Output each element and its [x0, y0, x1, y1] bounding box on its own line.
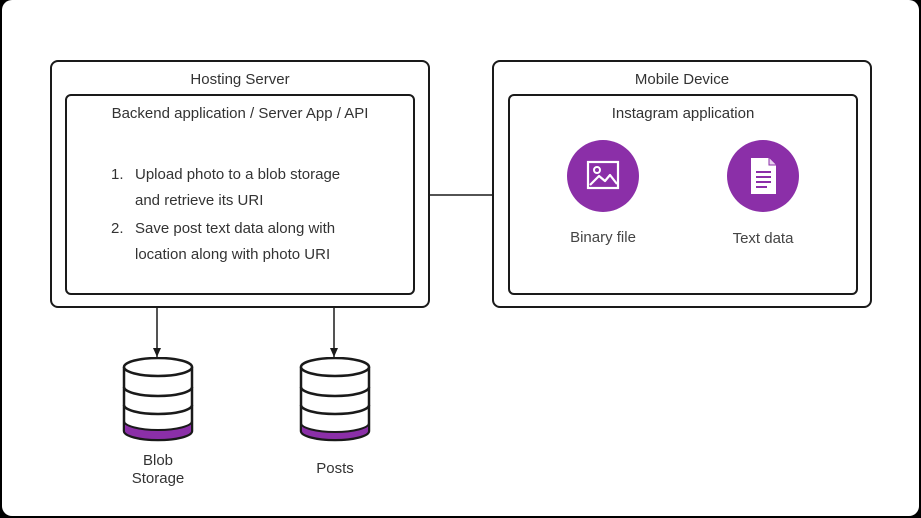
- list-item: 1. Upload photo to a blob storage and re…: [111, 162, 340, 214]
- step-text-line: and retrieve its URI: [135, 192, 264, 209]
- blob-storage-label-line2: Storage: [131, 470, 185, 487]
- blob-storage-label-line1: Blob: [142, 452, 174, 469]
- backend-app-title: Backend application / Server App / API: [111, 105, 369, 122]
- blob-storage-label: Blob Storage: [98, 452, 218, 488]
- instagram-app-box: Instagram application: [508, 94, 858, 295]
- backend-steps-list: 1. Upload photo to a blob storage and re…: [111, 162, 340, 270]
- backend-app-box: Backend application / Server App / API 1…: [65, 94, 415, 295]
- step-text-line: Save post text data along with: [135, 220, 336, 237]
- hosting-server-title: Hosting Server: [190, 71, 290, 88]
- posts-database-icon: [299, 357, 371, 442]
- binary-file-label: Binary file: [570, 229, 636, 246]
- instagram-app-title: Instagram application: [611, 105, 755, 122]
- text-data-label: Text data: [732, 230, 794, 247]
- list-item: 2. Save post text data along with locati…: [111, 216, 340, 268]
- step-text-line: Upload photo to a blob storage: [135, 166, 341, 183]
- step-number: 2.: [111, 220, 124, 237]
- blob-storage-database-icon: [122, 357, 194, 442]
- mobile-device-title: Mobile Device: [634, 71, 730, 88]
- posts-label: Posts: [316, 460, 354, 477]
- step-number: 1.: [111, 166, 124, 183]
- step-text-line: location along with photo URI: [135, 246, 331, 263]
- document-icon: [727, 140, 799, 212]
- image-icon: [567, 140, 639, 212]
